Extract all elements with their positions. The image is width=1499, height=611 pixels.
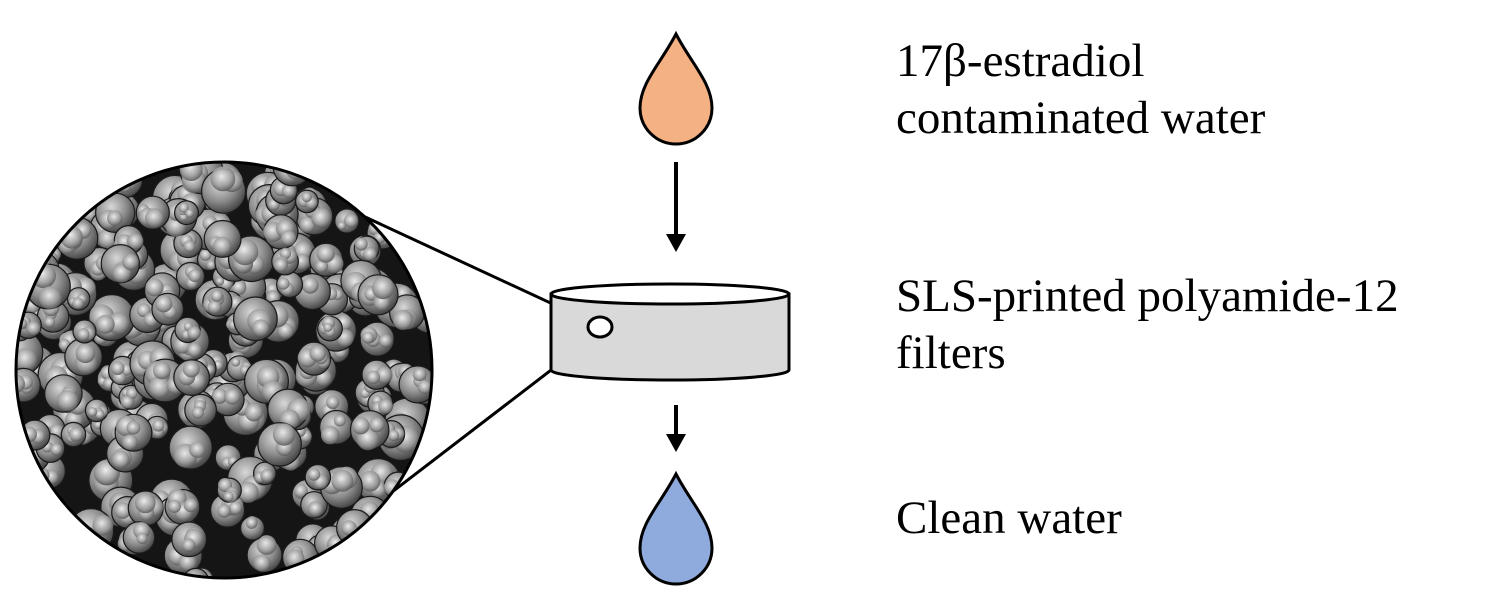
filter-label: SLS-printed polyamide-12 filters [896,268,1399,382]
sem-micrograph-icon [14,160,434,580]
flow-arrow-down-icon [666,162,686,252]
input-label: 17β-estradiol contaminated water [896,33,1265,147]
flow-arrow-down-icon [666,405,686,452]
filter-label-line1: SLS-printed polyamide-12 [896,270,1399,322]
filter-label-line2: filters [896,327,1006,379]
input-label-line2: contaminated water [896,92,1266,144]
filter-disc-icon [549,282,791,382]
zoom-spot-icon [586,315,614,339]
output-label: Clean water [896,490,1122,547]
output-label-text: Clean water [896,492,1122,544]
clean-water-drop-icon [638,470,714,586]
input-label-line1: 17β-estradiol [896,35,1145,87]
contaminated-water-drop-icon [638,30,714,146]
